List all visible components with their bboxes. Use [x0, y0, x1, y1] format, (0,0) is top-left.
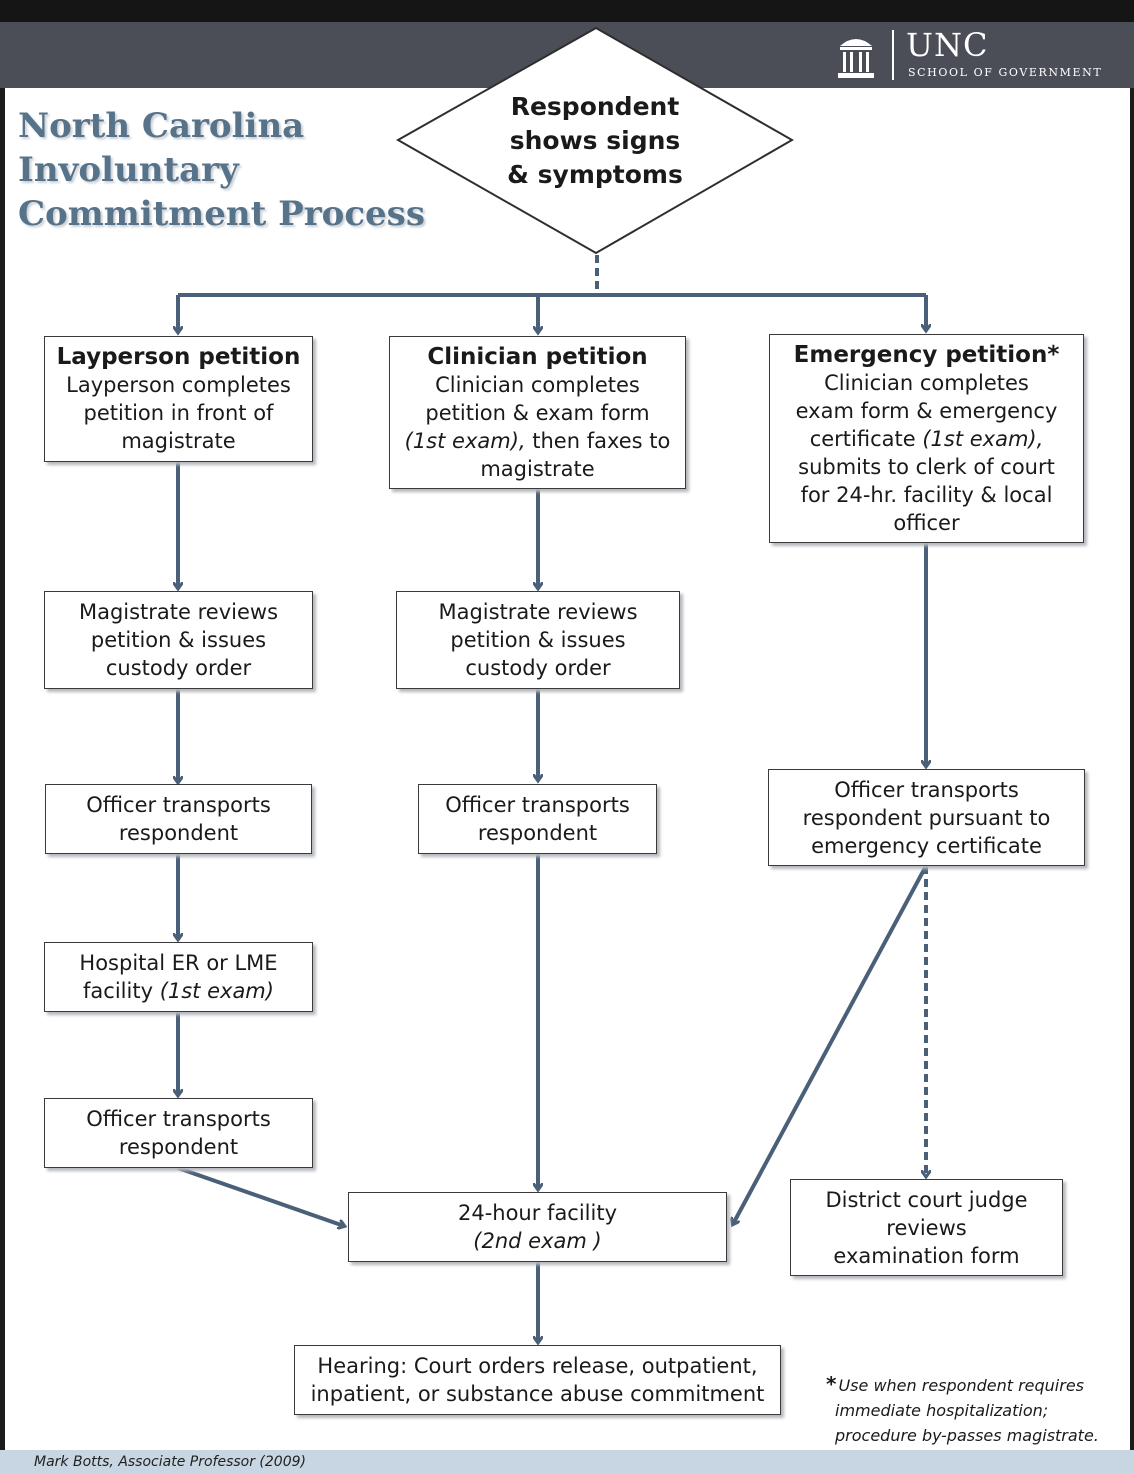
hospital-exam-box: Hospital ER or LME facility (1st exam) — [44, 942, 313, 1012]
emergency-petition-line-3-text: certificate — [809, 426, 923, 451]
emergency-transport-line-3: emergency certificate — [811, 833, 1042, 858]
layperson-magistrate-line-1: Magistrate reviews — [78, 600, 279, 624]
hearing-line-1: Hearing: Court orders release, outpatien… — [317, 1354, 758, 1378]
clinician-petition-line-4: magistrate — [480, 456, 595, 481]
clinician-transport-line-1: Officer transports — [445, 793, 630, 817]
judge-review-line-1: District court judge — [825, 1187, 1028, 1212]
layperson-transport-2-line-1: Officer transports — [86, 1107, 271, 1131]
hearing-box: Hearing: Court orders release, outpatien… — [294, 1345, 781, 1415]
facility-exam-note: (2nd exam ) — [473, 1229, 602, 1253]
layperson-transport-box: Officer transports respondent — [45, 784, 312, 854]
layperson-transport-2-line-2: respondent — [118, 1135, 239, 1159]
judge-review-line-3: examination form — [833, 1243, 1020, 1268]
emergency-transport-box: Officer transports respondent pursuant t… — [768, 769, 1085, 866]
emergency-petition-line-4: submits to clerk of court — [798, 454, 1055, 479]
clinician-magistrate-line-1: Magistrate reviews — [438, 600, 638, 624]
emergency-transport-line-2: respondent pursuant to — [802, 805, 1051, 830]
logo-subtext: SCHOOL OF GOVERNMENT — [908, 66, 1103, 79]
clinician-petition-line-2: petition & exam form — [425, 400, 650, 425]
clinician-petition-box: Clinician petition Clinician completes p… — [389, 336, 686, 489]
top-bar — [0, 0, 1134, 22]
emergency-transport-line-1: Officer transports — [834, 777, 1019, 802]
emergency-exam-note: (1st exam), — [922, 426, 1044, 451]
judge-review-line-2: reviews — [886, 1215, 967, 1240]
emergency-petition-title: Emergency petition* — [793, 341, 1060, 368]
left-border — [0, 88, 5, 1450]
hospital-exam-note: (1st exam) — [159, 979, 274, 1003]
emergency-petition-line-3: certificate (1st exam), — [810, 425, 1044, 453]
footnote-line-2: immediate hospitalization; — [835, 1401, 1049, 1420]
title-line-2: Involuntary — [18, 150, 239, 190]
clinician-magistrate-box: Magistrate reviews petition & issues cus… — [396, 591, 680, 689]
clinician-petition-line-3: (1st exam), then faxes to — [405, 427, 671, 455]
layperson-transport-line-2: respondent — [118, 821, 239, 845]
layperson-magistrate-line-3: custody order — [105, 656, 252, 680]
footer-credit: Mark Botts, Associate Professor (2009) — [34, 1454, 306, 1470]
judge-review-box: District court judge reviews examination… — [790, 1179, 1063, 1276]
emergency-petition-line-6: officer — [893, 510, 960, 535]
connector-emer-to-facility — [733, 865, 928, 1224]
hospital-line-1: Hospital ER or LME — [79, 951, 278, 975]
layperson-magistrate-box: Magistrate reviews petition & issues cus… — [44, 591, 313, 689]
emergency-petition-line-2: exam form & emergency — [795, 398, 1058, 423]
layperson-petition-box: Layperson petition Layperson completes p… — [44, 336, 313, 462]
layperson-petition-line-3: magistrate — [121, 429, 236, 453]
clinician-petition-line-1: Clinician completes — [435, 372, 640, 397]
start-line-2: shows signs — [509, 126, 681, 155]
footnote: *Use when respondent requires immediate … — [826, 1372, 1126, 1448]
start-diamond-label: Respondent shows signs & symptoms — [470, 90, 720, 192]
start-diamond — [395, 26, 795, 255]
facility-box: 24-hour facility (2nd exam ) — [348, 1192, 727, 1262]
emergency-petition-line-5: for 24-hr. facility & local — [800, 482, 1053, 507]
hospital-line-2: facility (1st exam) — [83, 977, 274, 1005]
clinician-transport-line-2: respondent — [477, 821, 598, 845]
logo-text: UNC — [906, 26, 989, 64]
layperson-petition-line-1: Layperson completes — [66, 373, 291, 397]
emergency-petition-box: Emergency petition* Clinician completes … — [769, 334, 1084, 543]
title-line-1: North Carolina — [18, 106, 305, 146]
clinician-petition-title: Clinician petition — [427, 343, 648, 370]
footnote-asterisk: * — [826, 1372, 837, 1396]
facility-line-1: 24-hour facility — [457, 1201, 618, 1225]
start-line-3: & symptoms — [507, 160, 683, 189]
logo-divider — [892, 30, 894, 80]
connector-lay-to-facility — [177, 1166, 344, 1226]
footnote-line-1: Use when respondent requires — [838, 1376, 1085, 1395]
unc-logo: UNC SCHOOL OF GOVERNMENT — [830, 26, 1120, 84]
layperson-transport-line-1: Officer transports — [86, 793, 271, 817]
layperson-magistrate-line-2: petition & issues — [90, 628, 267, 652]
page-title: North Carolina Involuntary Commitment Pr… — [18, 104, 458, 236]
clinician-transport-box: Officer transports respondent — [418, 784, 657, 854]
footer-bar: Mark Botts, Associate Professor (2009) — [0, 1450, 1134, 1474]
emergency-petition-line-1: Clinician completes — [824, 370, 1029, 395]
hospital-line-2-text: facility — [83, 979, 160, 1003]
start-line-1: Respondent — [510, 92, 680, 121]
clinician-petition-line-3-text: then faxes to — [525, 428, 671, 453]
old-well-icon — [838, 39, 874, 78]
clinician-magistrate-line-2: petition & issues — [450, 628, 626, 652]
clinician-magistrate-line-3: custody order — [465, 656, 611, 680]
title-line-3: Commitment Process — [18, 194, 425, 234]
layperson-transport-2-box: Officer transports respondent — [44, 1098, 313, 1168]
right-border — [1130, 88, 1134, 1450]
hearing-line-2: inpatient, or substance abuse commitment — [310, 1382, 765, 1406]
layperson-petition-title: Layperson petition — [56, 344, 301, 370]
clinician-exam-note: (1st exam), — [404, 428, 526, 453]
layperson-petition-line-2: petition in front of — [83, 401, 274, 425]
footnote-line-3: procedure by-passes magistrate. — [835, 1426, 1099, 1445]
